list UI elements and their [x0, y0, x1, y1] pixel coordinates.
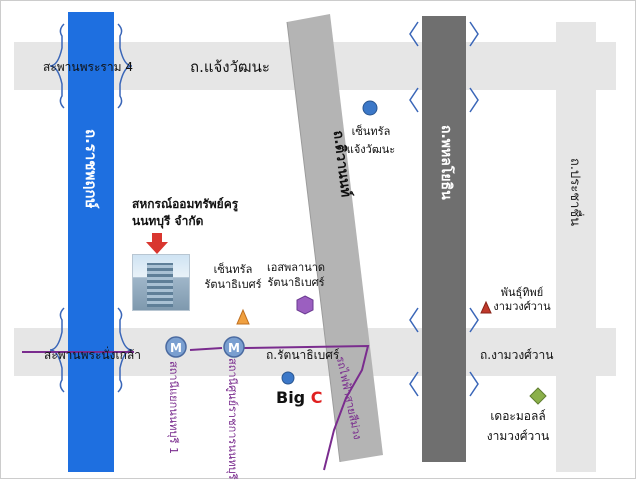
- bigc-label: Big C: [276, 388, 323, 407]
- road-tiwanon: [287, 14, 383, 462]
- coop-arrow-icon: [146, 233, 168, 254]
- road-prachachuen: [556, 22, 596, 472]
- coop-label: สหกรณ์ออมทรัพย์ครู นนทบุรี จำกัด: [132, 197, 239, 228]
- road-label-ratchaphruek: ถ.ราชพฤกษ์: [82, 129, 100, 209]
- road-label-rama4-bridge: สะพานพระราม 4: [43, 60, 133, 74]
- road-label-prachachuen: ถ.ประชาชื่น: [567, 158, 582, 227]
- road-label-nangklao-bridge: สะพานพระนั่งเกล้า: [44, 348, 141, 362]
- pantip-label: พันธุ์ทิพย์ งามวงศ์วาน: [493, 286, 551, 313]
- metro-line: [22, 344, 370, 471]
- bigc-marker-icon[interactable]: [281, 371, 295, 385]
- road-label-chaengwattana: ถ.แจ้งวัฒนะ: [190, 58, 270, 76]
- esplanade-label: เอสพลานาด รัตนาธิเบศร์: [266, 261, 326, 289]
- central-chaeng-marker-icon[interactable]: [362, 100, 378, 116]
- station-label-1: สถานีแยกนนทบุรี 1: [167, 361, 180, 454]
- station-label-2: สถานีศูนย์ราชการนนทบุรี: [226, 358, 239, 480]
- esplanade-marker-icon[interactable]: [296, 295, 314, 315]
- central-rattana-marker-icon[interactable]: [236, 308, 250, 325]
- road-label-ngamwongwan: ถ.งามวงศ์วาน: [480, 348, 554, 362]
- road-label-phahonyothin: ถ.พหลโยธิน: [438, 125, 454, 200]
- central-rattana-label: เซ็นทรัล รัตนาธิเบศร์: [204, 263, 262, 291]
- mall-marker-icon[interactable]: [529, 387, 547, 405]
- metro-icon: M: [228, 341, 240, 355]
- metro-station-2[interactable]: M: [223, 336, 245, 358]
- coop-building-photo: [132, 254, 190, 311]
- metro-icon: M: [170, 341, 182, 355]
- central-chaeng-label: เซ็นทรัล แจ้งวัฒนะ: [346, 125, 396, 156]
- road-label-rattanathibet: ถ.รัตนาธิเบศร์: [266, 348, 340, 362]
- road-phahonyothin: [422, 16, 466, 462]
- metro-station-1[interactable]: M: [165, 336, 187, 358]
- pantip-marker-icon[interactable]: [480, 300, 492, 314]
- bridge-brackets: [49, 21, 479, 397]
- mall-label: เดอะมอลล์ งามวงศ์วาน: [486, 409, 550, 443]
- road-ratchaphruek: [68, 12, 114, 472]
